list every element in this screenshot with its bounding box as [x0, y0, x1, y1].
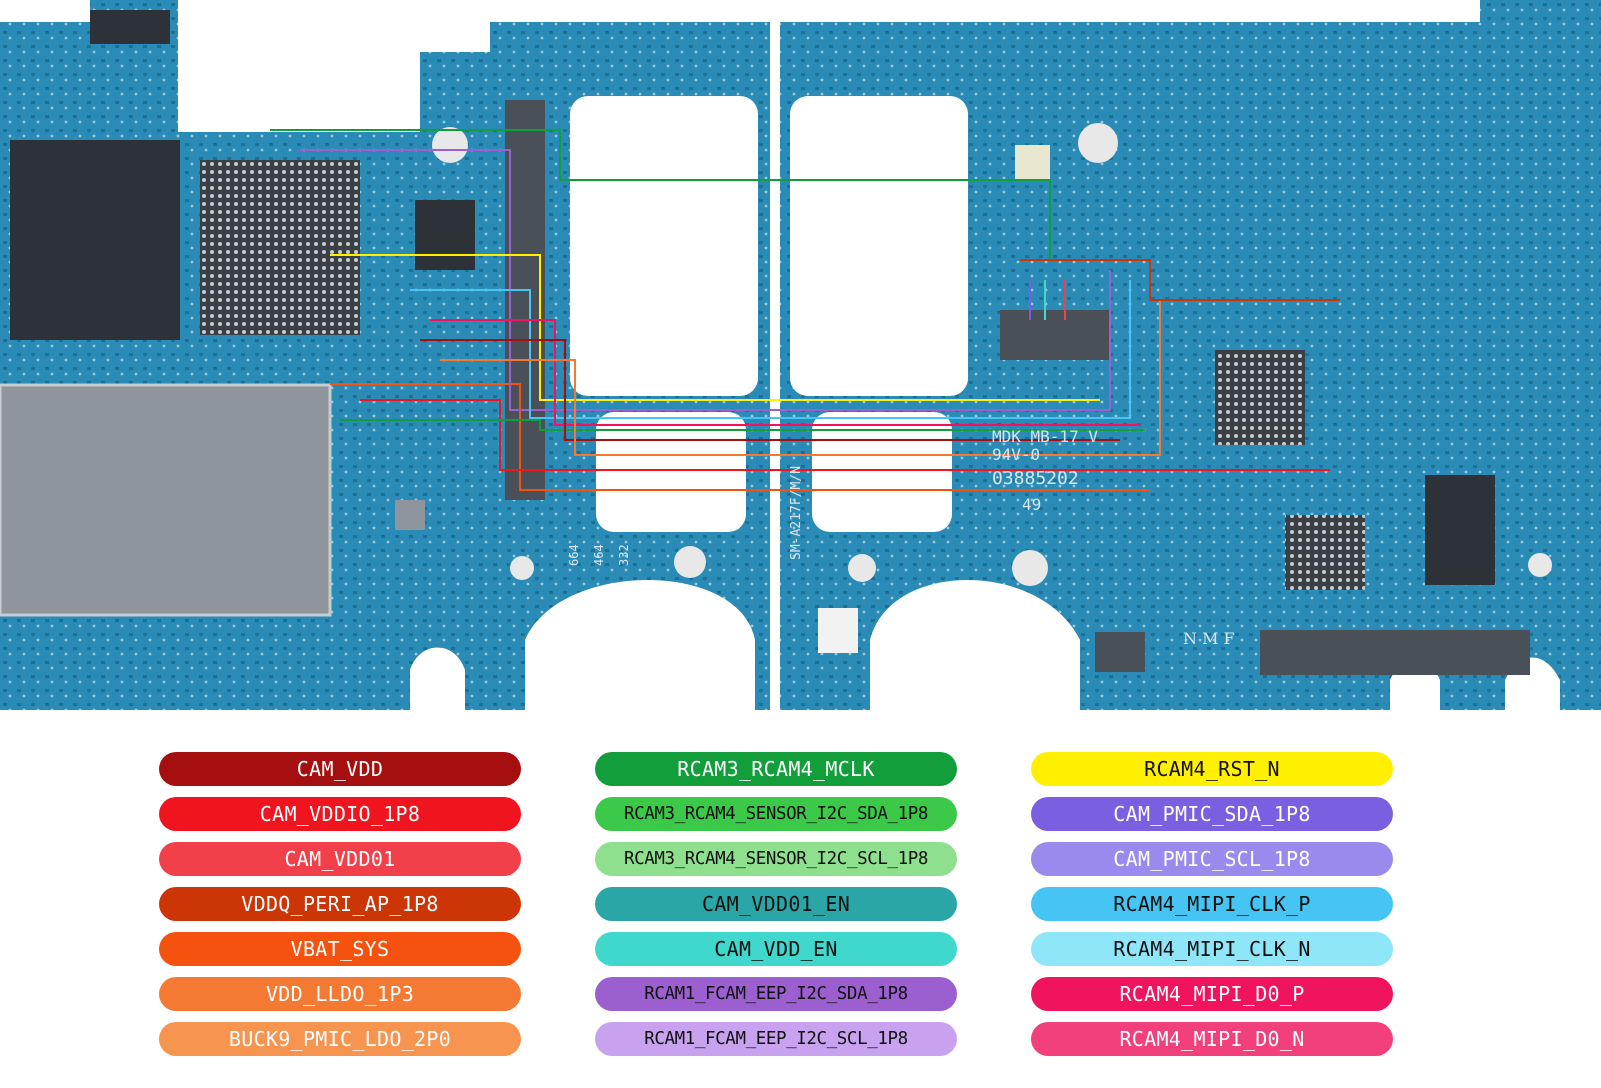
legend-item-rcam4-mipi-d0-n: RCAM4_MIPI_D0_N [1031, 1022, 1393, 1056]
legend-item-rcam1-fcam-eep-i2c-sda-1p8: RCAM1_FCAM_EEP_I2C_SDA_1P8 [595, 977, 957, 1011]
legend-item-vbat-sys: VBAT_SYS [159, 932, 521, 966]
nmf-marking: N M F [1183, 629, 1235, 648]
legend-item-rcam4-mipi-clk-p: RCAM4_MIPI_CLK_P [1031, 887, 1393, 921]
legend-item-rcam4-mipi-clk-n: RCAM4_MIPI_CLK_N [1031, 932, 1393, 966]
legend-item-rcam3-rcam4-sensor-i2c-scl-1p8: RCAM3_RCAM4_SENSOR_I2C_SCL_1P8 [595, 842, 957, 876]
signal-traces [270, 129, 1340, 491]
legend-item-cam-vdd01: CAM_VDD01 [159, 842, 521, 876]
legend-item-vdd-lldo-1p3: VDD_LLDO_1P3 [159, 977, 521, 1011]
number-marking: 49 [1022, 495, 1041, 514]
legend-item-rcam3-rcam4-mclk: RCAM3_RCAM4_MCLK [595, 752, 957, 786]
pcb-code-1: 664 [567, 544, 581, 566]
board-right-half [780, 0, 1601, 710]
legend-item-rcam3-rcam4-sensor-i2c-sda-1p8: RCAM3_RCAM4_SENSOR_I2C_SDA_1P8 [595, 797, 957, 831]
rating-marking: 94V-0 [992, 445, 1040, 464]
legend-item-cam-vddio-1p8: CAM_VDDIO_1P8 [159, 797, 521, 831]
model-marking: SM-A217F/M/N [789, 466, 804, 560]
legend-item-cam-vdd-en: CAM_VDD_EN [595, 932, 957, 966]
legend-item-rcam4-mipi-d0-p: RCAM4_MIPI_D0_P [1031, 977, 1393, 1011]
legend-item-cam-vdd01-en: CAM_VDD01_EN [595, 887, 957, 921]
legend-item-buck9-pmic-ldo-2p0: BUCK9_PMIC_LDO_2P0 [159, 1022, 521, 1056]
legend-item-vddq-peri-ap-1p8: VDDQ_PERI_AP_1P8 [159, 887, 521, 921]
legend-item-cam-pmic-sda-1p8: CAM_PMIC_SDA_1P8 [1031, 797, 1393, 831]
pcb-code-3: 332 [617, 544, 631, 566]
legend-item-cam-vdd: CAM_VDD [159, 752, 521, 786]
serial-marking: 03885202 [992, 468, 1079, 489]
legend-item-cam-pmic-scl-1p8: CAM_PMIC_SCL_1P8 [1031, 842, 1393, 876]
legend-item-rcam4-rst-n: RCAM4_RST_N [1031, 752, 1393, 786]
board-id-marking: MDK MB-17 V [992, 427, 1098, 446]
circuit-board-diagram: MDK MB-17 V 94V-0 03885202 49 SM-A217F/M… [0, 0, 1601, 710]
legend-item-rcam1-fcam-eep-i2c-scl-1p8: RCAM1_FCAM_EEP_I2C_SCL_1P8 [595, 1022, 957, 1056]
pcb-code-2: 464 [592, 544, 606, 566]
